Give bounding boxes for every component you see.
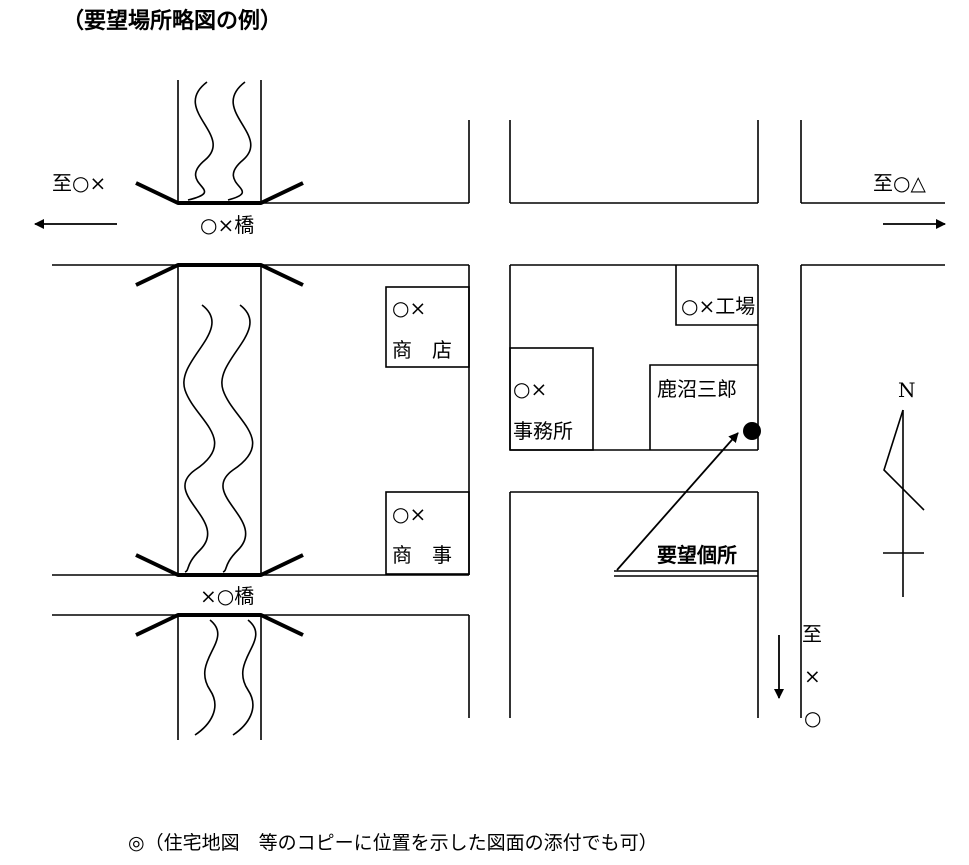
lower-bridge-label: ×○橋 (200, 584, 254, 608)
river-wave (227, 81, 252, 201)
river-wave (221, 304, 254, 573)
upper-bridge-rail-bottom (135, 263, 304, 287)
lower-bridge-rail-top (135, 553, 304, 577)
trading-building (385, 491, 470, 575)
house-building (649, 364, 758, 450)
trading-name-line1: ○× (392, 502, 426, 526)
river-wave (187, 81, 214, 201)
direction-left-label: 至○× (52, 171, 106, 195)
request-pointer-arrow (616, 432, 739, 571)
river-wave (194, 619, 219, 736)
request-location-dot (743, 422, 761, 440)
factory-building (675, 265, 758, 326)
direction-bottom-label-2: × (804, 664, 821, 688)
map-title: （要望場所略図の例） (62, 8, 282, 34)
office-name-line1: ○× (513, 377, 547, 401)
footnote: ◎（住宅地図 等のコピーに位置を示した図面の添付でも可） (128, 832, 658, 854)
upper-bridge-rail-top (135, 181, 304, 205)
river-wave (183, 304, 216, 573)
request-location-label: 要望個所 (657, 543, 737, 567)
direction-right-label: 至○△ (873, 171, 926, 195)
shop-building (385, 286, 470, 368)
river-wave (232, 619, 257, 736)
lower-bridge-rail-bottom (135, 613, 304, 637)
direction-bottom-label-3: ○ (804, 706, 821, 730)
shop-name-line1: ○× (392, 296, 426, 320)
office-name-line2: 事務所 (513, 419, 573, 443)
trading-name-line2: 商 事 (392, 543, 452, 567)
office-building (509, 347, 594, 451)
house-owner-name: 鹿沼三郎 (657, 377, 737, 401)
compass-arrow-head (883, 409, 925, 511)
factory-name: ○×工場 (681, 294, 755, 318)
direction-bottom-label-1: 至 (802, 622, 822, 646)
shop-name-line2: 商 店 (392, 338, 452, 362)
upper-bridge-label: ○×橋 (200, 213, 254, 237)
compass-north-label: N (898, 378, 916, 402)
